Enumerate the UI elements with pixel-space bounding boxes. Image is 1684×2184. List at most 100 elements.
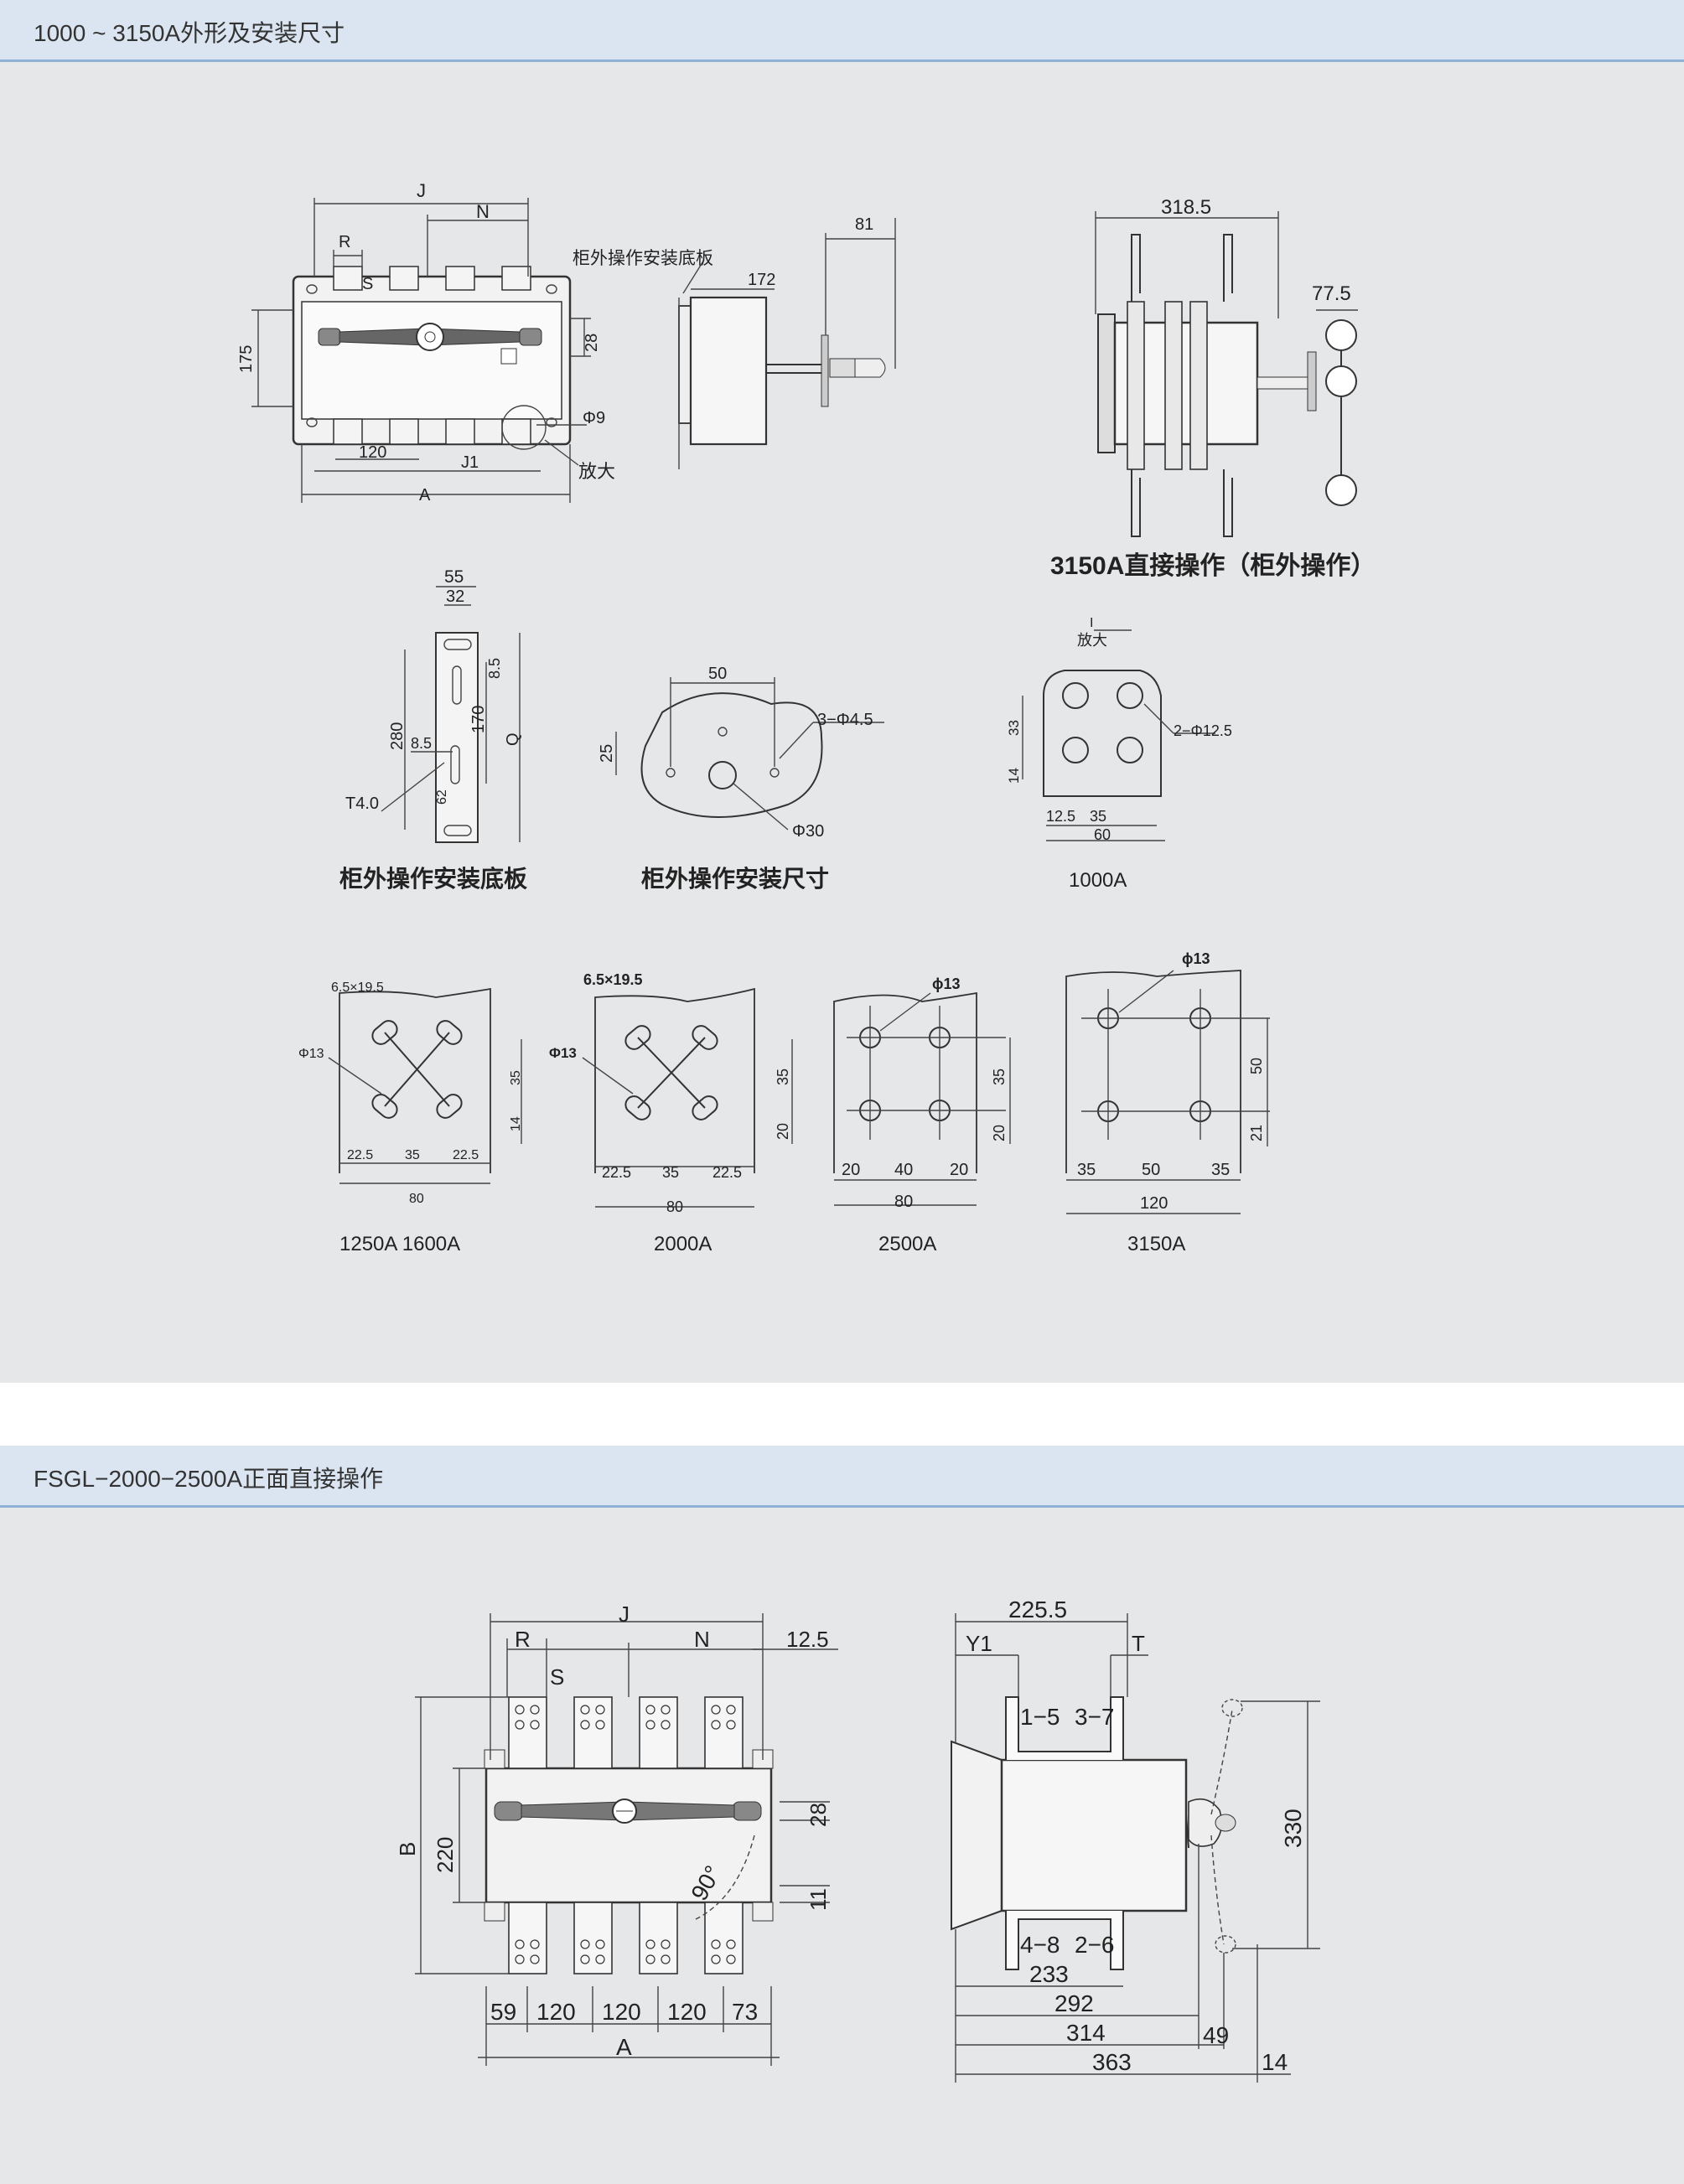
dim-280: 280 [388, 722, 407, 750]
section-outline-dimensions: 1000 ~ 3150A外形及安装尺寸 [0, 0, 1684, 1383]
dim-35-a: 35 [509, 1070, 523, 1085]
dim-120-d: 120 [1140, 1194, 1168, 1213]
dim-35: 35 [1090, 808, 1106, 825]
dim-233: 233 [1029, 1961, 1069, 1987]
dim-170: 170 [469, 706, 488, 733]
dim-J: J [417, 180, 426, 201]
dim-50: 50 [708, 665, 727, 683]
dim-55: 55 [444, 567, 464, 587]
dim-phi9: Φ9 [583, 409, 605, 427]
dim-225-5: 225.5 [1008, 1597, 1067, 1622]
dim-25: 25 [598, 744, 616, 763]
dim-120-2: 120 [602, 1999, 641, 2025]
dim-120-3: 120 [667, 1999, 707, 2025]
dim-14: 14 [1262, 2049, 1288, 2075]
dim-R: R [339, 233, 350, 251]
zoom-label-2: 放大 [1077, 632, 1107, 649]
dim-J1: J1 [461, 453, 479, 472]
installation-size: 50 3−Φ4.5 25 Φ30 柜外操作安装尺寸 [598, 665, 884, 892]
front-direct-drawing: J R N S 12.5 B 220 28 90° 11 59 120 120 … [395, 1597, 1320, 2083]
dim-318-5: 318.5 [1161, 196, 1211, 219]
dim-Y1: Y1 [966, 1631, 992, 1656]
dim-35-b-bottom: 35 [662, 1164, 679, 1181]
dim-N: N [694, 1627, 710, 1652]
dim-8-5a: 8.5 [486, 658, 503, 679]
hole-3-phi4-5: 3−Φ4.5 [817, 711, 873, 729]
dim-14-a: 14 [509, 1116, 523, 1131]
busbars-top [508, 1696, 744, 1769]
dim-20-c-right: 20 [950, 1161, 968, 1179]
dim-A: A [419, 486, 431, 505]
dim-J: J [619, 1602, 630, 1627]
dim-Q: Q [504, 732, 522, 746]
dim-B: B [395, 1842, 420, 1856]
dim-81: 81 [855, 215, 873, 234]
section-header: FSGL−2000−2500A正面直接操作 [0, 1446, 1684, 1508]
dim-T4: T4.0 [345, 794, 379, 813]
terminal-3-7: 3−7 [1075, 1704, 1115, 1730]
dim-21-d: 21 [1248, 1125, 1265, 1141]
dim-A: A [616, 2034, 632, 2060]
view-3150-direct: 318.5 77.5 3150A直接操作（柜外操作） [1050, 196, 1376, 580]
panel-plate-label: 柜外操作安装底板 [573, 249, 713, 268]
section-title: FSGL−2000−2500A正面直接操作 [34, 1466, 384, 1492]
dim-22-5-a-left: 22.5 [347, 1148, 373, 1162]
dim-62: 62 [435, 789, 449, 805]
busbars-bottom [508, 1902, 744, 1974]
dim-35-d-left: 35 [1077, 1161, 1096, 1179]
dim-20-b: 20 [775, 1123, 791, 1140]
outline-drawing: J N R S 175 28 Φ9 放大 120 J1 A 81 [237, 180, 1376, 1255]
slot-6-5x19-5-b: 6.5×19.5 [583, 971, 643, 988]
mounting-plate: 55 32 8.5 280 170 Q 8.5 62 T4.0 柜外操作安装底板 [339, 567, 527, 892]
slot-6-5x19-5-a: 6.5×19.5 [331, 981, 384, 995]
dim-22-5-b-right: 22.5 [712, 1164, 742, 1181]
caption-3150-direct: 3150A直接操作（柜外操作） [1050, 551, 1376, 580]
dim-80-c: 80 [894, 1193, 913, 1211]
caption-3150a: 3150A [1127, 1233, 1185, 1255]
dim-33: 33 [1006, 720, 1022, 736]
caption-2000a: 2000A [654, 1233, 712, 1255]
caption-plate: 柜外操作安装底板 [339, 866, 527, 892]
section-header: 1000 ~ 3150A外形及安装尺寸 [0, 0, 1684, 62]
dim-14: 14 [1006, 768, 1022, 784]
side-view-panel-operation: 81 172 柜外操作安装底板 [573, 215, 896, 469]
dim-20-c-vert: 20 [991, 1125, 1008, 1141]
detail-1250-1600a: 6.5×19.5 Φ13 35 14 22.5 35 22.5 80 1250A… [298, 981, 523, 1255]
dim-N: N [476, 201, 490, 222]
dim-20-c-left: 20 [842, 1161, 860, 1179]
dim-22-5-b-left: 22.5 [602, 1164, 631, 1181]
dim-R: R [515, 1627, 531, 1652]
dim-314: 314 [1066, 2020, 1106, 2046]
dim-120-1: 120 [536, 1999, 576, 2025]
terminal-2-6: 2−6 [1075, 1932, 1115, 1958]
dim-I: I [1090, 616, 1093, 630]
section-title: 1000 ~ 3150A外形及安装尺寸 [34, 20, 345, 46]
dim-28: 28 [806, 1803, 831, 1827]
caption-size: 柜外操作安装尺寸 [641, 866, 829, 892]
dim-22-5-a-right: 22.5 [453, 1148, 479, 1162]
dim-35-d-right: 35 [1211, 1161, 1230, 1179]
detail-2000a: 6.5×19.5 Φ13 35 20 22.5 35 22.5 80 2000A [549, 971, 793, 1255]
dim-172: 172 [748, 271, 775, 289]
phi13-d: ϕ13 [1182, 950, 1210, 967]
dim-220: 220 [433, 1837, 458, 1873]
dim-50-d-bottom: 50 [1142, 1161, 1160, 1179]
dim-S: S [550, 1664, 564, 1690]
dim-80-b: 80 [666, 1198, 683, 1215]
dim-292: 292 [1054, 1990, 1094, 2016]
caption-1000a: 1000A [1069, 869, 1127, 892]
phi13-c: ϕ13 [932, 976, 961, 992]
dim-59: 59 [490, 1999, 516, 2025]
dim-73: 73 [732, 1999, 758, 2025]
dim-50-d: 50 [1248, 1058, 1265, 1074]
dim-120: 120 [359, 443, 386, 462]
dim-12-5: 12.5 [786, 1627, 829, 1652]
dim-330: 330 [1280, 1809, 1306, 1848]
dim-60: 60 [1094, 826, 1111, 843]
dim-80-a: 80 [409, 1192, 424, 1206]
section-front-direct: FSGL−2000−2500A正面直接操作 [0, 1446, 1684, 2184]
fsgl-side-view: 225.5 Y1 T 1−5 3−7 4−8 2−6 233 292 314 3… [951, 1597, 1320, 2083]
dim-8-5b: 8.5 [411, 735, 432, 752]
detail-1000a: I 放大 33 14 2−Φ12.5 12.5 35 60 1000A [1006, 616, 1232, 892]
detail-3150a: ϕ13 50 21 35 50 35 120 3150A [1065, 950, 1270, 1255]
